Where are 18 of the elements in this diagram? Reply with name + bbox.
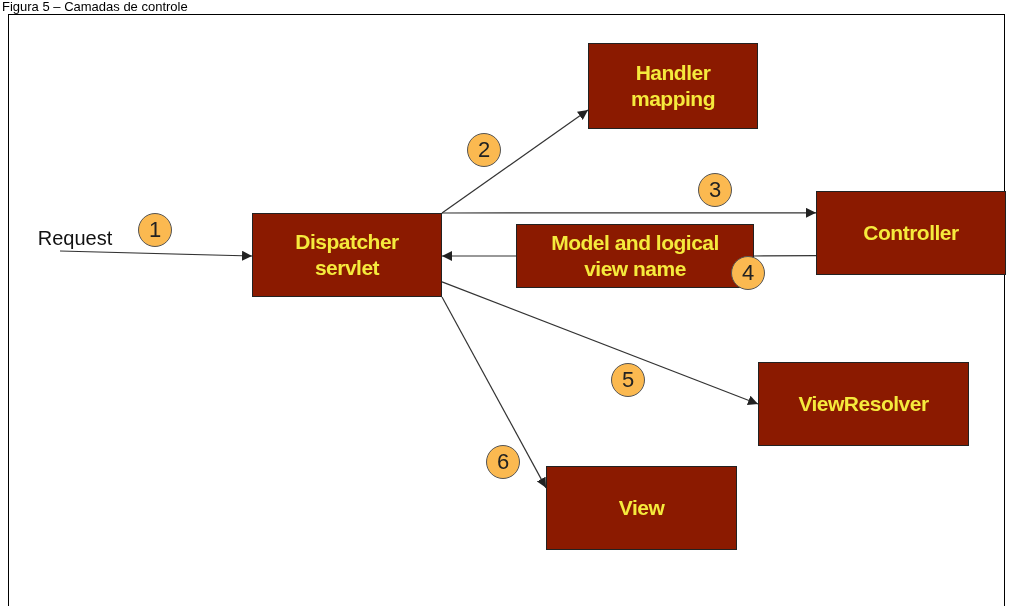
process-box: View bbox=[546, 466, 737, 550]
arrow bbox=[441, 207, 817, 218]
process-box: Handler mapping bbox=[588, 43, 758, 129]
figure-title: Figura 5 – Camadas de controle bbox=[2, 0, 188, 13]
arrow bbox=[441, 109, 589, 214]
step-number-circle: 6 bbox=[486, 445, 520, 479]
step-number-circle: 2 bbox=[467, 133, 501, 167]
arrow bbox=[441, 281, 759, 406]
process-box: Dispatcher servlet bbox=[252, 213, 442, 297]
step-number-circle: 1 bbox=[138, 213, 172, 247]
arrow bbox=[441, 251, 517, 261]
step-number-circle: 3 bbox=[698, 173, 732, 207]
process-box: ViewResolver bbox=[758, 362, 969, 446]
step-number-circle: 5 bbox=[611, 363, 645, 397]
arrow bbox=[59, 250, 253, 261]
request-label: Request bbox=[25, 225, 125, 251]
process-box: Controller bbox=[816, 191, 1006, 275]
arrow bbox=[441, 296, 547, 489]
